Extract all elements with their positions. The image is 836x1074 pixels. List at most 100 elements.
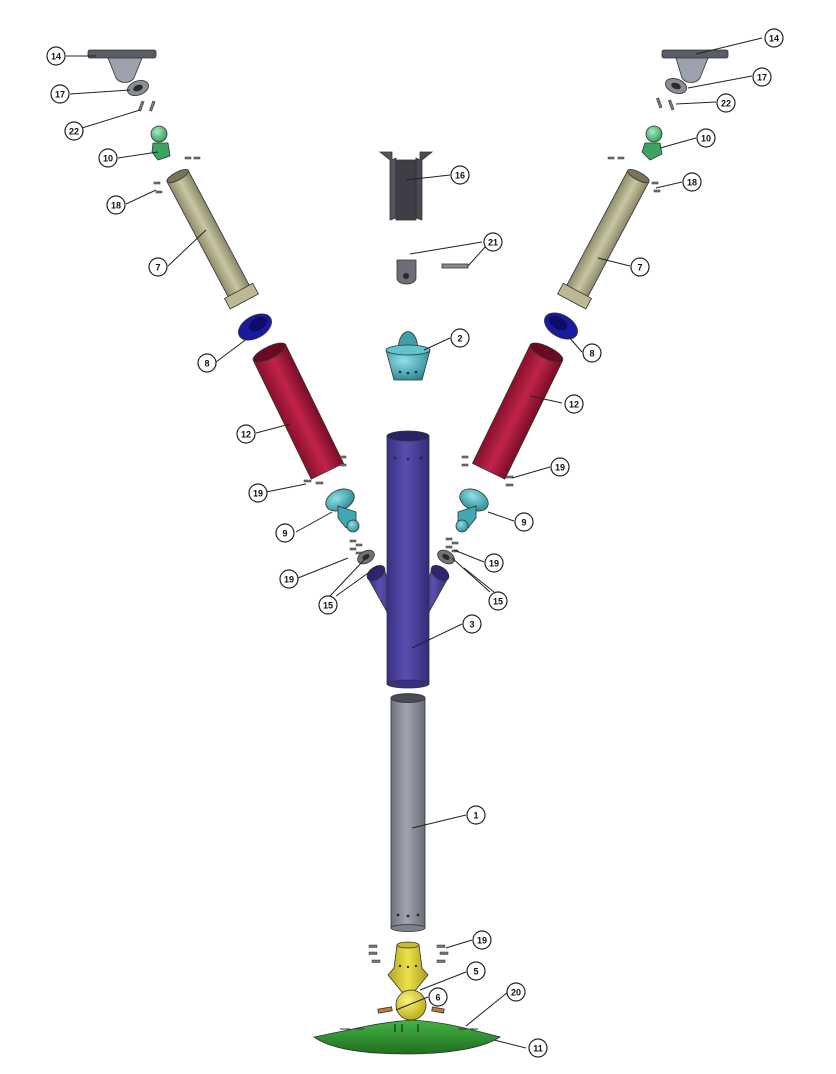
balloon-number: 1 xyxy=(473,811,478,821)
balloon-b6: 6 xyxy=(428,987,448,1007)
balloon-number: 7 xyxy=(637,263,642,273)
balloon-number: 15 xyxy=(493,597,503,607)
balloon-b16: 16 xyxy=(450,165,470,185)
balloon-circle xyxy=(488,591,508,611)
balloon-circle xyxy=(197,353,217,373)
balloon-circle xyxy=(514,512,534,532)
balloon-b19-left-b: 19 xyxy=(279,569,299,589)
balloon-circle xyxy=(716,93,736,113)
balloon-b10-left: 10 xyxy=(98,148,118,168)
balloon-number: 18 xyxy=(687,178,697,188)
balloon-circle xyxy=(148,257,168,277)
part-18-right-hardware xyxy=(607,156,661,193)
balloon-b21: 21 xyxy=(483,232,503,252)
balloon-b8-left: 8 xyxy=(197,353,217,373)
part-21-clevis xyxy=(396,259,469,285)
balloon-b9-left: 9 xyxy=(275,523,295,543)
balloon-circle xyxy=(50,84,70,104)
part-11-base-plate xyxy=(313,1019,501,1055)
part-6-ball-joint xyxy=(377,989,445,1021)
balloon-labels: 1417221018781219919151417221018781219919… xyxy=(46,28,784,1058)
balloon-number: 8 xyxy=(204,359,209,369)
balloon-circle xyxy=(428,987,448,1007)
balloon-circle xyxy=(682,172,702,192)
part-19-left-pins-lower xyxy=(349,539,363,555)
balloon-circle xyxy=(98,148,118,168)
balloon-circle xyxy=(462,614,482,634)
leader-lines xyxy=(66,37,763,1049)
balloon-number: 19 xyxy=(253,489,263,499)
balloon-number: 22 xyxy=(69,127,79,137)
balloon-b15-left: 15 xyxy=(318,595,338,615)
balloon-b19-bottom: 19 xyxy=(472,930,492,950)
part-18-left-hardware xyxy=(153,156,201,194)
balloon-b17-right: 17 xyxy=(752,67,772,87)
balloon-b12-left: 12 xyxy=(236,424,256,444)
balloon-circle xyxy=(466,805,486,825)
balloon-b9-right: 9 xyxy=(514,512,534,532)
balloon-number: 15 xyxy=(323,601,333,611)
part-8-right-blue-ring xyxy=(544,312,578,340)
balloon-number: 9 xyxy=(282,529,287,539)
balloon-circle xyxy=(506,982,526,1002)
part-7-right-khaki-tube xyxy=(557,169,650,310)
balloon-number: 19 xyxy=(489,559,499,569)
balloon-number: 8 xyxy=(589,349,594,359)
balloon-b5: 5 xyxy=(466,961,486,981)
balloon-b17-left: 17 xyxy=(50,84,70,104)
balloon-number: 18 xyxy=(111,201,121,211)
balloon-circle xyxy=(450,328,470,348)
part-17-left-ring xyxy=(126,80,150,96)
part-19-right-pins-upper xyxy=(461,455,514,487)
balloon-circle xyxy=(46,46,66,66)
balloon-b14-right: 14 xyxy=(764,28,784,48)
balloon-b20: 20 xyxy=(506,982,526,1002)
balloon-b10-right: 10 xyxy=(696,128,716,148)
balloon-b18-right: 18 xyxy=(682,172,702,192)
part-12-left-red-tube xyxy=(252,342,345,480)
balloon-number: 12 xyxy=(241,430,251,440)
balloon-circle xyxy=(752,67,772,87)
balloon-circle xyxy=(764,28,784,48)
balloon-circle xyxy=(279,569,299,589)
balloon-number: 19 xyxy=(477,936,487,946)
balloon-b18-left: 18 xyxy=(106,195,126,215)
part-5-yellow-coupling xyxy=(387,941,429,993)
balloon-b8-right: 8 xyxy=(582,343,602,363)
balloon-number: 20 xyxy=(511,988,521,998)
balloon-circle xyxy=(483,232,503,252)
balloon-number: 14 xyxy=(51,52,61,62)
balloon-circle xyxy=(275,523,295,543)
balloon-number: 12 xyxy=(569,400,579,410)
part-9-left-teal-joint xyxy=(325,488,360,533)
balloon-circle xyxy=(248,483,268,503)
balloon-number: 7 xyxy=(155,263,160,273)
part-1-lower-tube xyxy=(390,693,426,932)
balloon-circle xyxy=(564,394,584,414)
part-2-teal-cap xyxy=(385,331,431,381)
part-15-left-washer xyxy=(357,549,375,565)
part-10-right-ball xyxy=(641,125,663,161)
balloon-number: 21 xyxy=(488,238,498,248)
balloon-b19-right-a: 19 xyxy=(550,457,570,477)
balloon-circle xyxy=(466,961,486,981)
balloon-circle xyxy=(236,424,256,444)
balloon-circle xyxy=(484,553,504,573)
part-14-right-mount xyxy=(661,49,729,83)
balloon-b7-left: 7 xyxy=(148,257,168,277)
balloon-circle xyxy=(64,121,84,141)
balloon-b22-right: 22 xyxy=(716,93,736,113)
balloon-number: 22 xyxy=(721,99,731,109)
balloon-b14-left: 14 xyxy=(46,46,66,66)
balloon-number: 14 xyxy=(769,34,779,44)
balloon-circle xyxy=(582,343,602,363)
balloon-b15-right: 15 xyxy=(488,591,508,611)
part-10-left-ball xyxy=(150,125,171,161)
part-12-right-red-tube xyxy=(471,342,564,480)
balloon-b19-right-b: 19 xyxy=(484,553,504,573)
balloon-number: 2 xyxy=(457,334,462,344)
balloon-number: 17 xyxy=(757,73,767,83)
part-22-right-pins xyxy=(656,97,675,111)
balloon-circle xyxy=(472,930,492,950)
